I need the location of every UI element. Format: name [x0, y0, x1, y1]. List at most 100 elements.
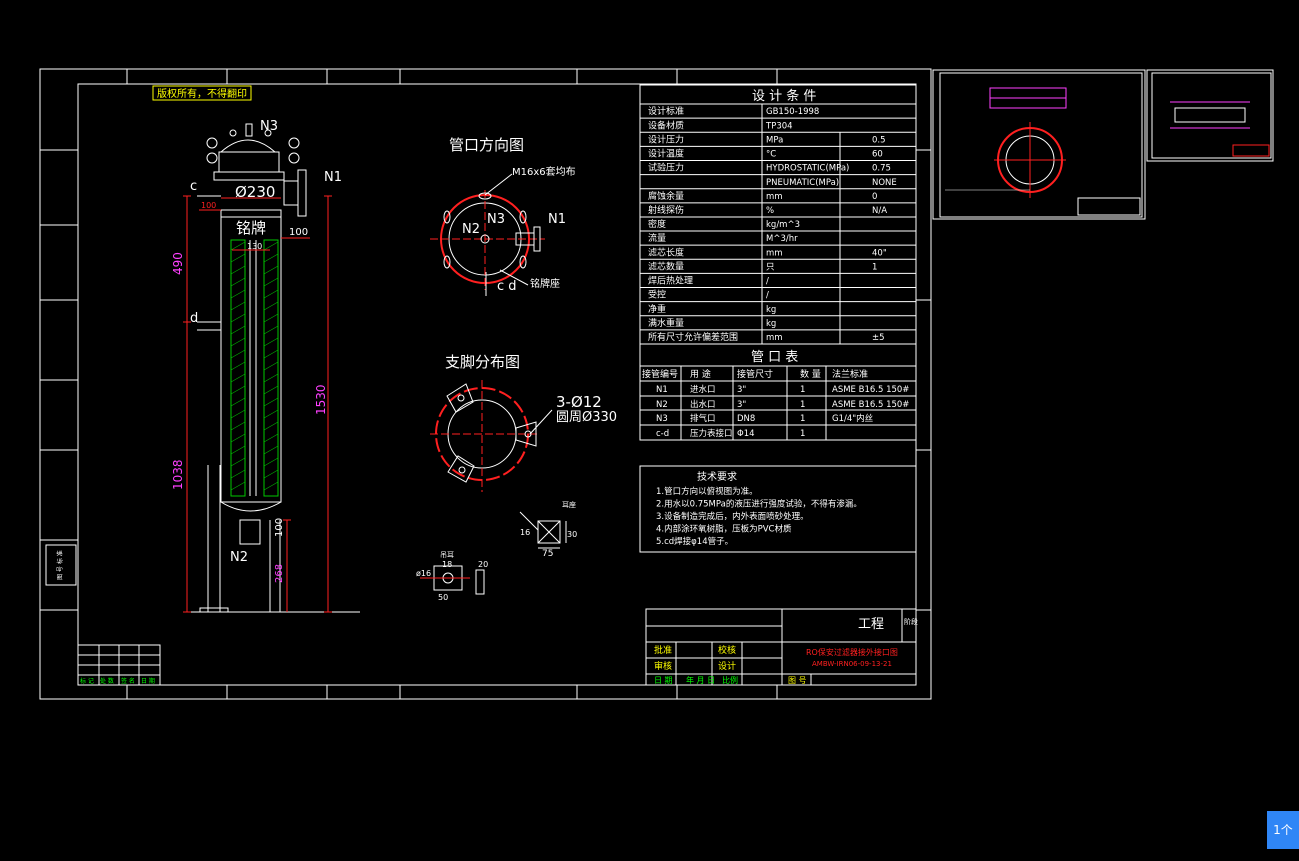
nozzle-cell: N2 [656, 400, 668, 410]
tb-date: 日 期 [654, 676, 673, 685]
design-row-unit: kg [766, 305, 776, 315]
tb-review: 审核 [654, 660, 672, 672]
lug-dim-b: 20 [478, 560, 488, 569]
tb-project: 工程 [858, 617, 884, 632]
design-row-value: 0 [872, 192, 877, 202]
thumbnail-sheet-2 [1146, 69, 1274, 162]
design-row-unit: kg/m^3 [766, 220, 800, 230]
dim-130: 130 [247, 242, 262, 251]
design-row-label: 腐蚀余量 [648, 190, 684, 202]
design-row-label: 设备材质 [648, 119, 684, 131]
nozzle-cell: 进水口 [690, 384, 716, 395]
elev-n2-label: N2 [230, 550, 248, 565]
design-row-label: 焊后热处理 [648, 275, 693, 287]
seat-dim-b: 30 [567, 530, 577, 539]
design-row-unit: HYDROSTATIC(MPa) [766, 164, 849, 174]
hole-circle: 圆周Ø330 [556, 410, 617, 425]
nozzle-col-header: 接管尺寸 [737, 368, 773, 380]
design-row-unit: / [766, 291, 769, 301]
rev-label: 签 名 [121, 677, 135, 685]
plan-n3-label: N3 [487, 212, 505, 227]
rev-label: 日 期 [141, 677, 155, 685]
bolt-note: M16x6套均布 [512, 165, 576, 178]
plan-n2-label: N2 [462, 222, 480, 237]
tb-drawing-title: RO保安过滤器接外接口图 [806, 647, 898, 657]
tech-title: 技术要求 [697, 470, 737, 483]
design-row-label: 射线探伤 [648, 204, 684, 216]
design-row-label: 流量 [648, 232, 666, 244]
lug-detail [420, 565, 485, 595]
tb-stage: 阶段 [904, 617, 918, 626]
copyright-box [152, 85, 252, 101]
design-row-value: 0.75 [872, 164, 891, 174]
nozzle-col-header: 数 量 [800, 368, 821, 380]
dim-1530: 1530 [314, 384, 328, 415]
elev-c-label: c [190, 179, 197, 194]
design-row-unit: % [766, 206, 774, 216]
rev-label: 处 数 [100, 677, 114, 685]
elev-d-label: d [190, 311, 198, 326]
design-row-unit: PNEUMATIC(MPa) [766, 178, 839, 188]
nozzle-cell: 3" [737, 385, 746, 395]
design-row-unit: °C [766, 150, 776, 160]
nozzle-col-header: 法兰标准 [832, 368, 868, 380]
design-row-value: NONE [872, 178, 897, 188]
design-row-label: 受控 [648, 289, 666, 301]
nameplate-seat-label: 铭牌座 [530, 277, 560, 290]
nozzle-cell: Φ14 [737, 429, 755, 439]
count-badge[interactable]: 1个 [1267, 811, 1299, 849]
tb-drawing-no-label: 图 号 [788, 676, 807, 685]
nozzle-table [639, 343, 917, 441]
tech-requirements: 技术要求 1.管口方向以俯视图为准。2.用水以0.75MPa的液压进行强度试验，… [639, 465, 917, 553]
design-row-label: 试验压力 [648, 162, 684, 174]
design-row-label: 滤芯长度 [648, 246, 684, 258]
rev-label: 标 记 [80, 677, 94, 685]
dim-490: 490 [171, 252, 185, 275]
hole-spec: 3-Ø12 [556, 393, 602, 411]
design-row-unit: mm [766, 333, 783, 343]
tb-approve: 批准 [654, 644, 672, 656]
design-row-unit: GB150-1998 [766, 107, 819, 117]
nozzle-cell: 1 [800, 385, 805, 395]
tech-item: 3.设备制造完成后，内外表面喷砂处理。 [656, 511, 809, 522]
nozzle-cell: 1 [800, 414, 805, 424]
design-row-label: 滤芯数量 [648, 260, 684, 272]
design-row-label: 净重 [648, 303, 666, 315]
dim-100b: 100 [289, 227, 308, 238]
design-row-label: 设计压力 [648, 133, 684, 145]
ear-seat-label: 耳座 [562, 500, 576, 509]
dim-100c: 100 [274, 518, 285, 537]
elev-n3-label: N3 [260, 119, 278, 134]
ear-seat-detail [519, 511, 567, 549]
nozzle-cell: 压力表接口 [690, 428, 733, 439]
design-row-label: 满水重量 [648, 317, 684, 329]
tb-scale: 比例 [722, 675, 738, 685]
nozzle-table-headers: 接管编号用 途接管尺寸数 量法兰标准 [642, 368, 868, 380]
lug-dim-c: 50 [438, 593, 448, 602]
design-row-unit: mm [766, 192, 783, 202]
seat-dim-a: 16 [520, 528, 530, 537]
design-row-value: 60 [872, 150, 883, 160]
design-row-label: 所有尺寸允许偏差范围 [648, 331, 738, 343]
design-conditions-title: 设 计 条 件 [752, 88, 816, 104]
tech-item: 4.内部涂环氧树脂，压板为PVC材质 [656, 524, 792, 535]
design-row-value: 0.5 [872, 135, 886, 145]
nozzle-cell: 1 [800, 429, 805, 439]
nozzle-cell: ASME B16.5 150# [832, 400, 909, 410]
nozzle-cell: 3" [737, 400, 746, 410]
elev-diameter: Ø230 [235, 183, 275, 201]
title-block [645, 608, 917, 686]
elev-nameplate: 铭牌 [236, 219, 266, 237]
nozzle-cell: 排气口 [690, 413, 716, 424]
dim-268: 268 [274, 564, 285, 583]
tb-ymd: 年 月 日 [686, 675, 715, 685]
tb-check: 校核 [718, 644, 736, 656]
revision-block [77, 644, 161, 686]
copyright-note: 版权所有，不得翻印 [157, 87, 247, 100]
nozzle-col-header: 用 途 [690, 368, 711, 380]
tb-design: 设计 [718, 660, 736, 672]
design-row-unit: kg [766, 319, 776, 329]
